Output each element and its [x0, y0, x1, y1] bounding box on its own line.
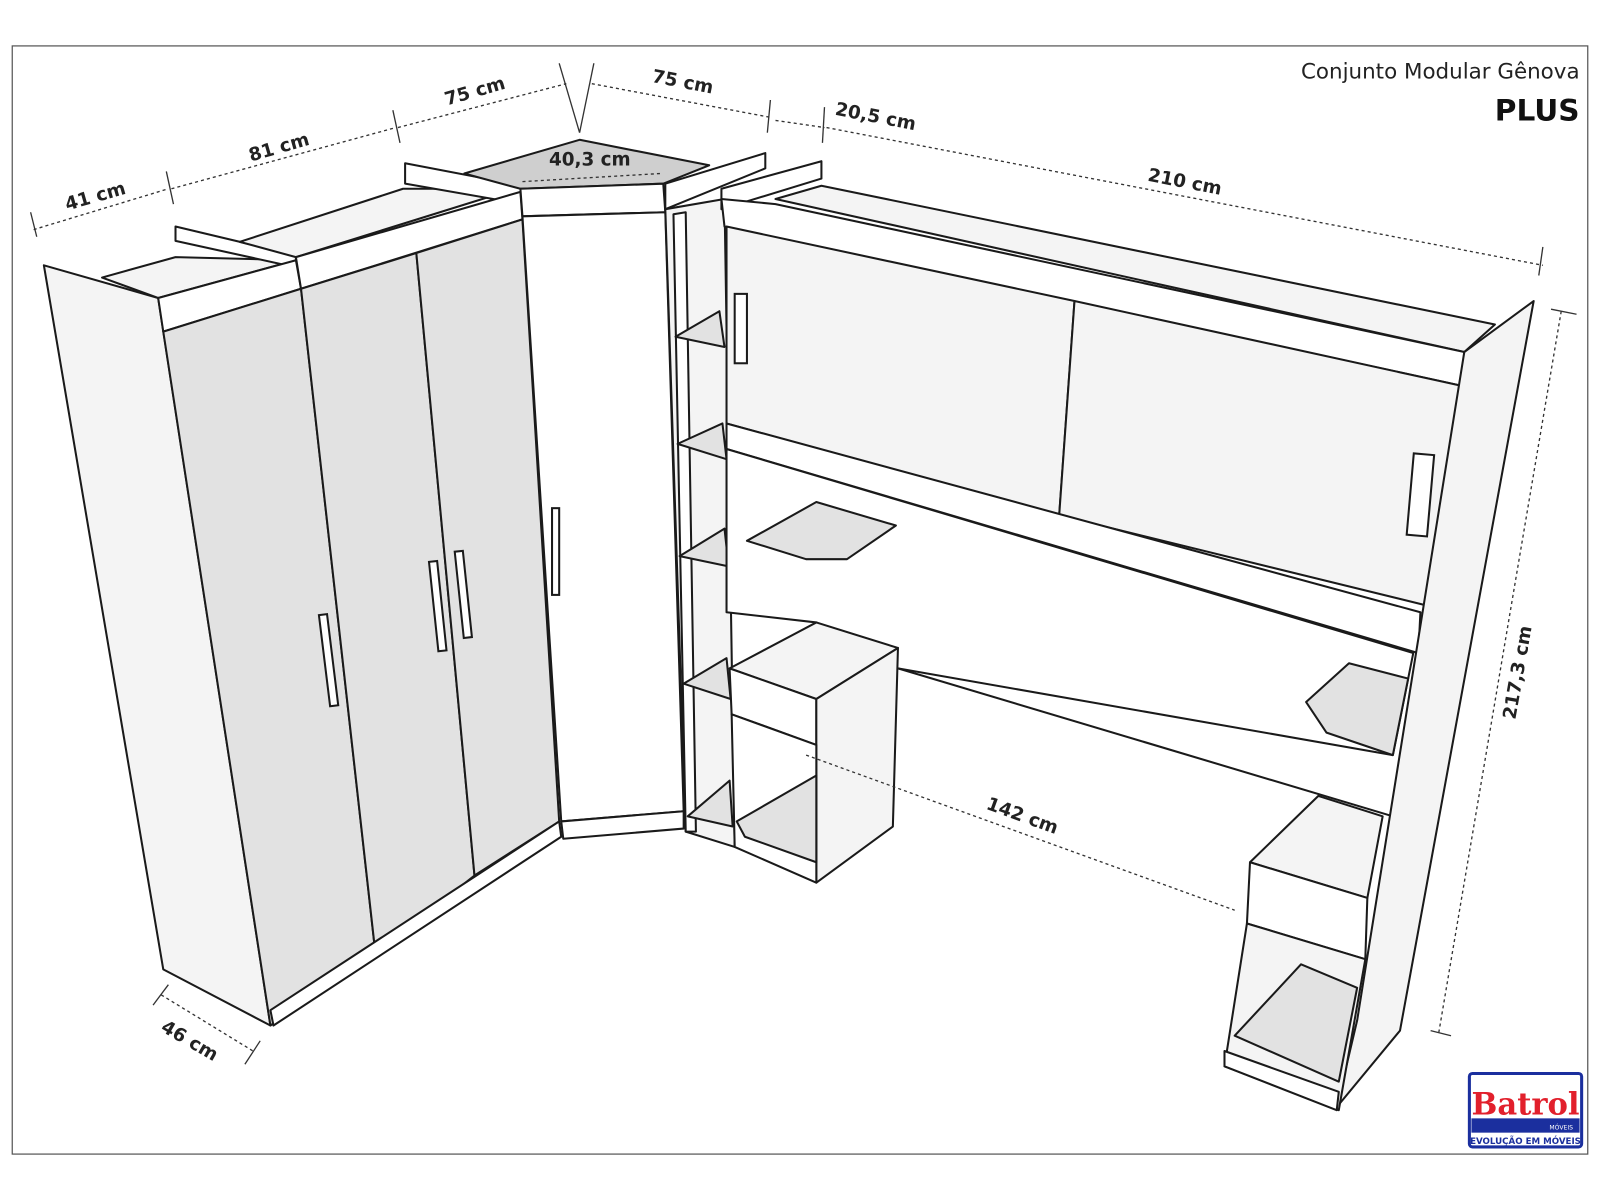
- dim-210cm: 210 cm: [1146, 165, 1223, 200]
- corner-wardrobe: [463, 138, 711, 840]
- dim-46cm: 46 cm: [157, 1017, 221, 1066]
- double-door-wardrobe: [238, 162, 563, 1027]
- door-handle: [733, 292, 748, 365]
- frame-border: [11, 45, 1589, 1155]
- door-handle: [427, 559, 448, 653]
- dimension-lines: [29, 63, 1577, 1065]
- door-handle: [1405, 452, 1436, 538]
- dim-20-5cm: 20,5 cm: [833, 99, 917, 135]
- svg-text:EVOLUÇÃO EM MÓVEIS: EVOLUÇÃO EM MÓVEIS: [1470, 1135, 1581, 1147]
- svg-text:Batrol: Batrol: [1472, 1086, 1580, 1122]
- dim-81cm: 81 cm: [246, 129, 311, 166]
- svg-text:MÓVEIS: MÓVEIS: [1549, 1123, 1573, 1132]
- subtitle: PLUS: [1495, 93, 1580, 127]
- dim-41cm: 41 cm: [63, 178, 128, 215]
- dim-75cm-left: 75 cm: [442, 73, 507, 110]
- dim-40-3cm: 40,3 cm: [549, 149, 631, 170]
- batrol-logo: Batrol MÓVEIS EVOLUÇÃO EM MÓVEIS: [1467, 1071, 1584, 1149]
- door-handle: [453, 549, 474, 640]
- title: Conjunto Modular Gênova: [1301, 60, 1580, 85]
- left-pedestal: [728, 621, 899, 884]
- dim-142cm: 142 cm: [984, 794, 1061, 839]
- dim-75cm-right: 75 cm: [650, 66, 715, 98]
- shelf-column: [664, 152, 767, 848]
- door-handle: [551, 507, 561, 596]
- door-handle: [317, 612, 340, 708]
- right-side-panel: [1223, 300, 1535, 1112]
- desk-hutch: [720, 160, 1496, 818]
